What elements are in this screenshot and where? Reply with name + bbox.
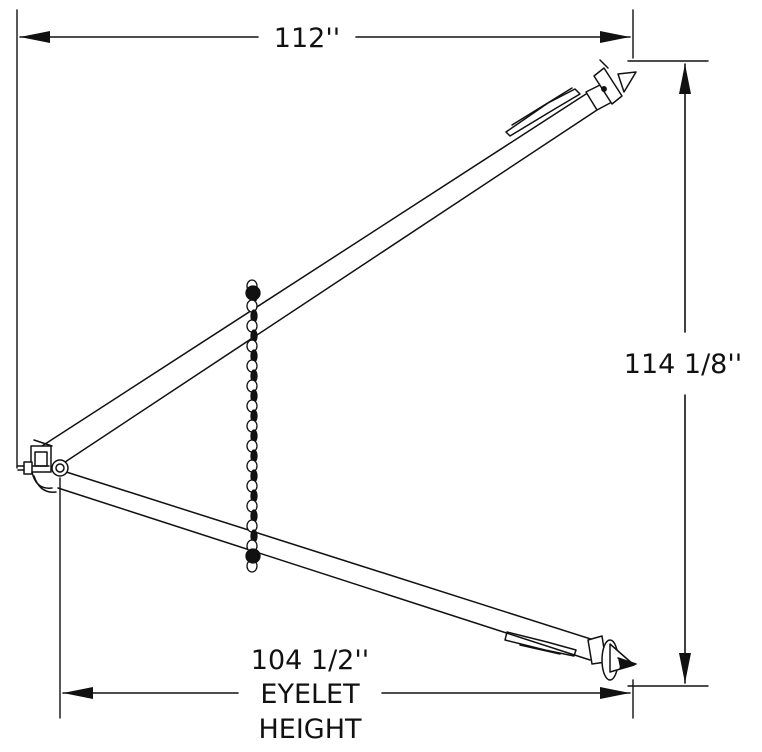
chain-shackle [245,285,261,301]
dimension-right-height: 114 1/8'' [624,63,742,684]
dimension-label-right: 114 1/8'' [624,349,742,380]
base-hinge-bracket [17,439,69,493]
dimension-label-bottom-3: HEIGHT [258,714,362,745]
dimension-bottom-eyelet-height: 104 1/2'' EYELET HEIGHT [62,645,631,745]
upper-tip-fitting [585,59,637,111]
chain-shackle [245,548,261,564]
connecting-chain [245,279,261,573]
dimension-top-width: 112'' [19,23,631,54]
dimension-label-bottom-1: 104 1/2'' [251,645,369,676]
dimension-label-bottom-2: EYELET [260,679,360,710]
extension-lines [16,9,709,719]
upper-pole [41,87,598,469]
dimension-label-top: 112'' [274,23,340,54]
lower-tip-fitting [587,635,637,681]
lower-pole [57,469,598,661]
